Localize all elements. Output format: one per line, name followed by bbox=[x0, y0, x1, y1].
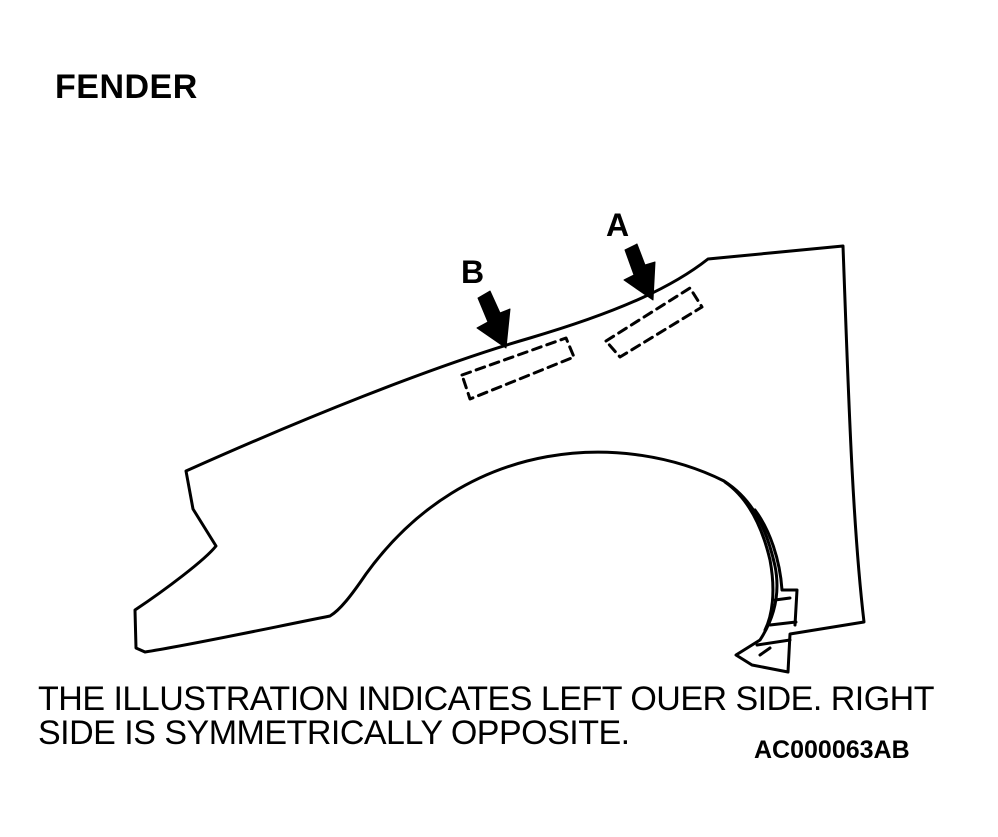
arrow-b-icon bbox=[476, 290, 511, 349]
label-area-b bbox=[460, 336, 576, 401]
illustration-note: THE ILLUSTRATION INDICATES LEFT OUER SID… bbox=[38, 682, 978, 750]
arrow-a-icon bbox=[623, 243, 656, 301]
note-line-1: THE ILLUSTRATION INDICATES LEFT OUER SID… bbox=[38, 680, 935, 718]
callout-b-label: B bbox=[461, 254, 484, 290]
label-area-a bbox=[604, 286, 704, 359]
diagram-title: FENDER bbox=[55, 68, 198, 106]
fender-outline bbox=[133, 244, 866, 674]
wheel-arch-flange bbox=[723, 480, 775, 632]
callout-a-label: A bbox=[606, 207, 629, 243]
wheel-arch-flange-inner bbox=[753, 508, 799, 627]
note-line-2: SIDE IS SYMMETRICALLY OPPOSITE. bbox=[38, 714, 630, 752]
rear-flange-detail bbox=[755, 596, 798, 657]
figure-code: AC000063AB bbox=[754, 736, 910, 764]
